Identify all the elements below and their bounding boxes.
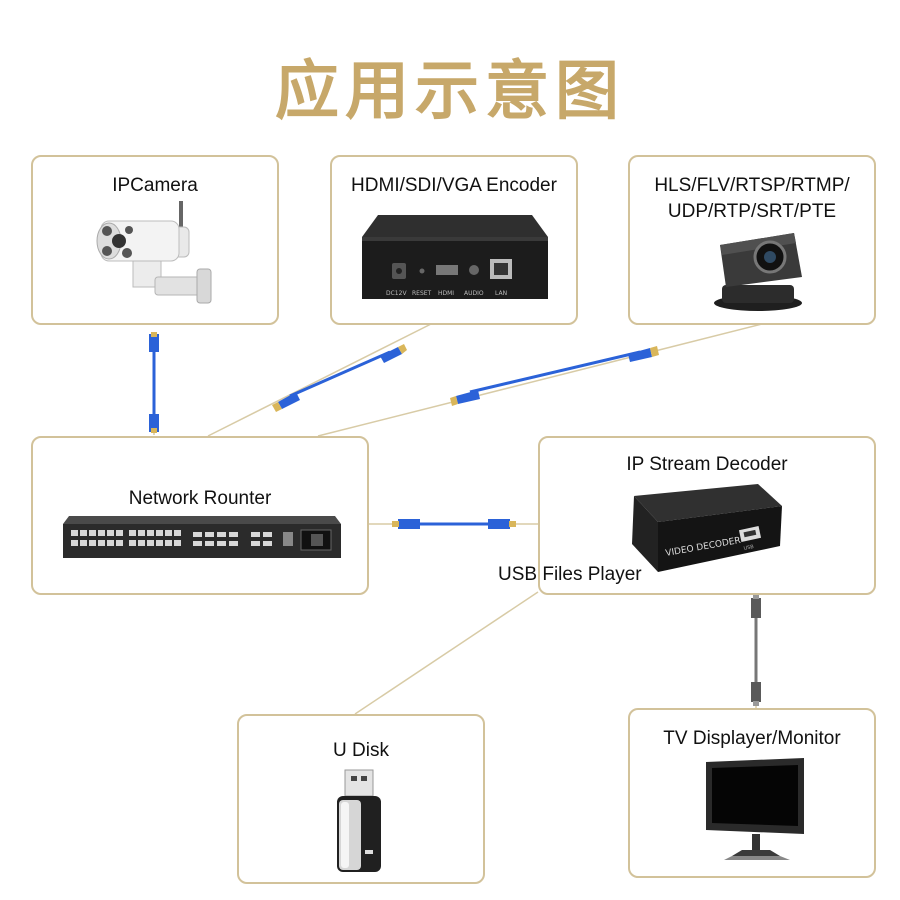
decoder-node: IP Stream Decoder VIDEO DECODER USB	[538, 436, 876, 595]
port-reset: RESET	[412, 290, 432, 297]
blue-cable-camera	[149, 332, 159, 433]
encoder-device-icon: DC12V RESET HDMI AUDIO LAN	[362, 215, 548, 299]
hdmi-cable-decoder-tv	[751, 594, 761, 706]
streams-label-line2: UDP/RTP/SRT/PTE	[667, 201, 837, 222]
blue-cable-streams	[450, 346, 659, 406]
decoder-label: IP Stream Decoder	[626, 454, 788, 475]
tv-node: TV Displayer/Monitor	[628, 708, 876, 878]
encoder-node: HDMI/SDI/VGA Encoder DC12V RESET HDMI AU…	[330, 155, 578, 325]
ptz-camera-icon	[714, 233, 802, 311]
udisk-label: U Disk	[333, 740, 389, 761]
port-hdmi: HDMI	[438, 290, 454, 297]
blue-cable-router-decoder	[392, 519, 516, 529]
router-label: Network Rounter	[128, 488, 272, 509]
blue-cable-encoder	[272, 344, 407, 412]
monitor-icon	[706, 758, 804, 860]
usb-files-player-label: USB Files Player	[498, 564, 642, 585]
streams-node: HLS/FLV/RTSP/RTMP/ UDP/RTP/SRT/PTE	[628, 155, 876, 325]
network-switch-icon	[63, 516, 341, 558]
usb-drive-icon	[337, 769, 381, 872]
video-decoder-device-icon: VIDEO DECODER USB	[632, 484, 782, 572]
port-audio: AUDIO	[464, 290, 484, 297]
ipcamera-icon	[96, 201, 212, 304]
streams-label-line1: HLS/FLV/RTSP/RTMP/	[654, 175, 850, 196]
udisk-node: U Disk	[237, 714, 485, 884]
encoder-label: HDMI/SDI/VGA Encoder	[351, 175, 557, 196]
port-dc12v: DC12V	[386, 290, 407, 297]
page-title: 应用示意图	[275, 55, 625, 129]
decoder-usb-text: USB	[743, 544, 755, 552]
port-lan: LAN	[495, 290, 507, 297]
router-node: Network Rounter	[31, 436, 369, 595]
tv-label: TV Displayer/Monitor	[663, 728, 841, 749]
ipcamera-label: IPCamera	[112, 175, 198, 196]
ipcamera-node: IPCamera	[31, 155, 279, 325]
